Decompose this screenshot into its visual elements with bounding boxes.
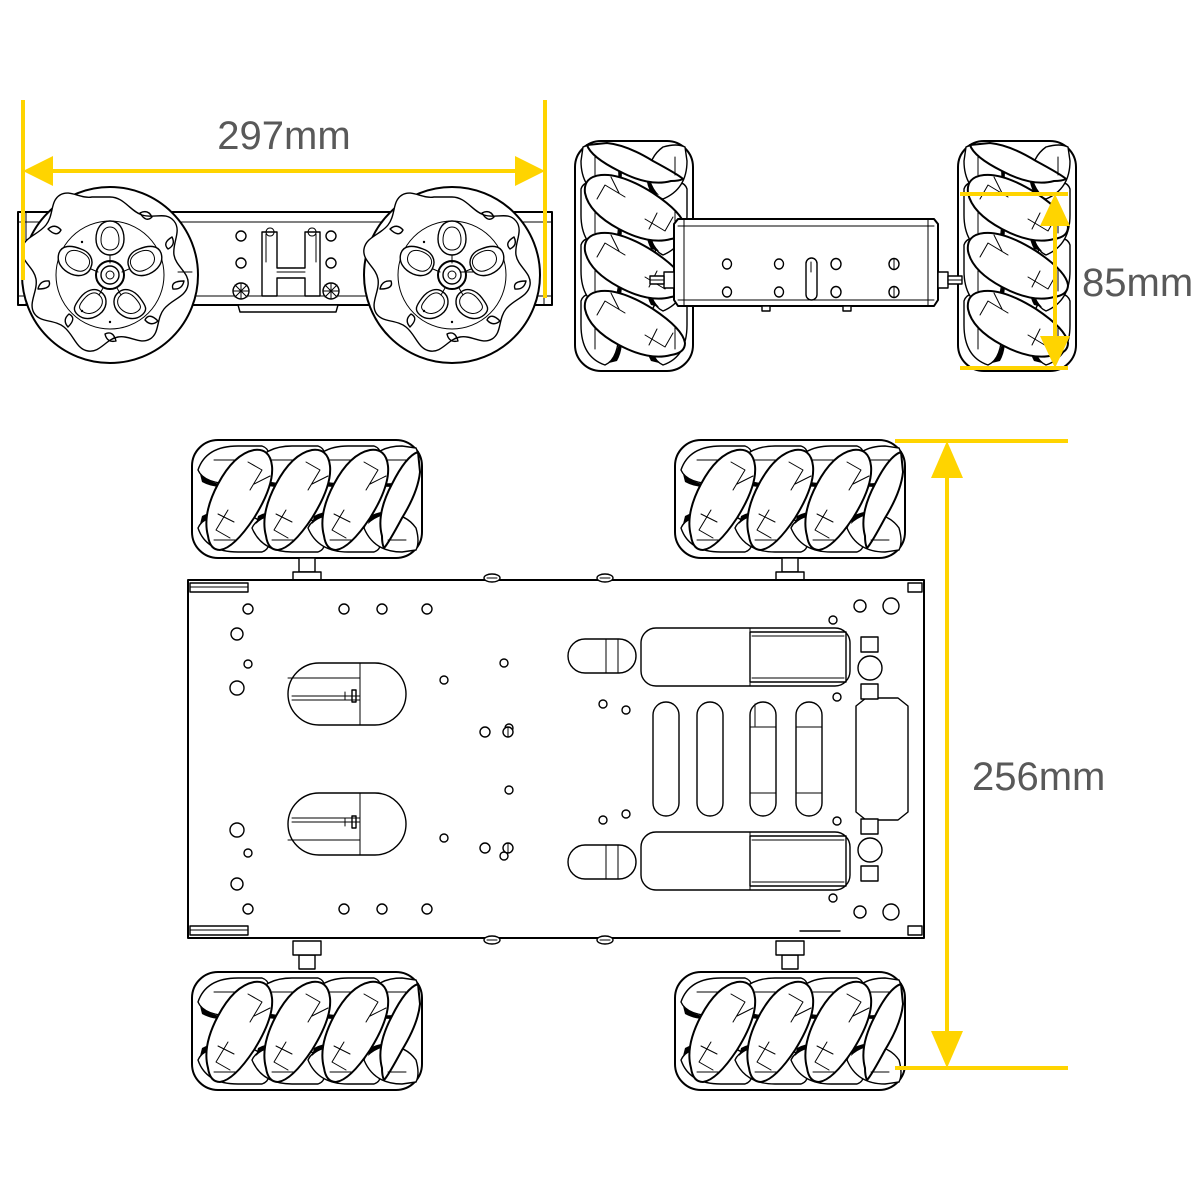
front-view-wheel-left	[20, 186, 199, 364]
dimension-width-297mm: 297mm	[21, 100, 547, 298]
dimension-label-height: 85mm	[1082, 261, 1193, 305]
top-view-wheel-front-right	[674, 439, 906, 559]
top-view-right-connectors	[857, 636, 883, 882]
front-view-mount-holes	[232, 230, 340, 300]
top-view-right-corner-holes	[828, 597, 900, 921]
arrow-top-85	[1040, 194, 1070, 226]
arrow-top-256	[931, 441, 963, 478]
top-view-mid-capsule-upper	[567, 638, 637, 674]
side-view-axle-left	[649, 271, 675, 289]
arrow-bottom-85	[1040, 336, 1070, 368]
top-view	[187, 439, 925, 1091]
side-view-body-holes	[721, 257, 900, 301]
dimension-height-85mm: 85mm	[960, 192, 1193, 370]
front-view-wheel-right	[362, 186, 541, 364]
dimension-length-256mm: 256mm	[895, 439, 1105, 1070]
top-view-left-holes	[229, 603, 254, 915]
arrow-bottom-256	[931, 1031, 963, 1068]
top-view-mid-capsule-lower	[567, 844, 637, 880]
arrow-right-297	[515, 156, 545, 186]
top-view-motor-well-lower	[287, 792, 407, 856]
side-view-center-slot	[805, 257, 818, 301]
top-view-wheel-front-left	[191, 439, 423, 559]
front-view-screw-right	[322, 282, 340, 300]
dimension-label-width: 297mm	[217, 114, 350, 158]
front-view-screw-left	[232, 282, 250, 300]
top-view-vent-slots	[652, 701, 823, 817]
top-view-motor-well-upper	[287, 662, 407, 726]
side-view-axle-right	[937, 271, 963, 289]
front-view-center-bracket	[261, 227, 321, 297]
side-view	[574, 140, 1077, 372]
top-view-wheel-rear-left	[191, 971, 423, 1091]
arrow-left-297	[23, 156, 53, 186]
front-view	[17, 186, 553, 364]
top-view-bay-upper	[640, 627, 851, 687]
dimension-label-length: 256mm	[972, 755, 1105, 799]
top-view-bay-lower	[640, 831, 851, 891]
top-view-right-cutout	[855, 697, 909, 821]
top-view-wheel-rear-right	[674, 971, 906, 1091]
top-view-edge-hole-rows	[338, 603, 433, 915]
